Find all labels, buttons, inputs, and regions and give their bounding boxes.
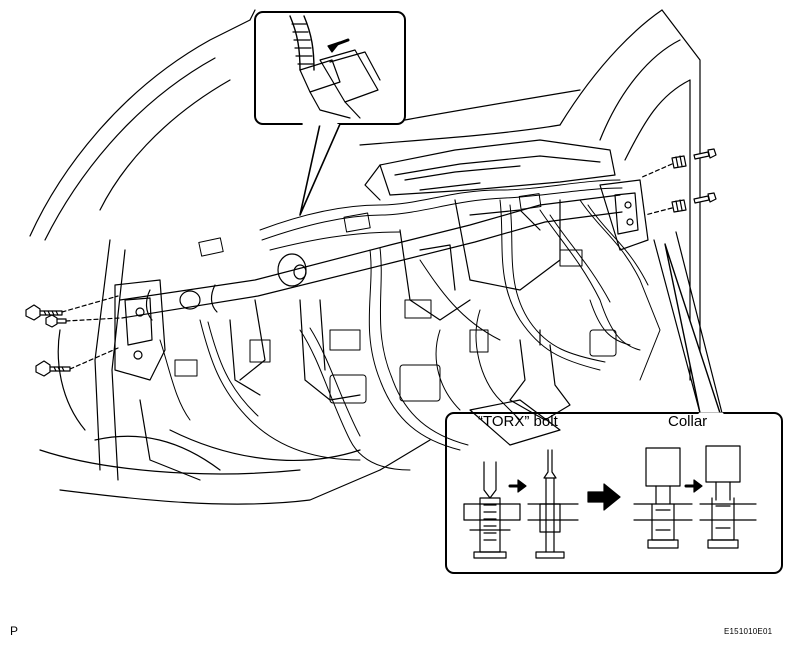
- arrow-icon: [684, 479, 703, 493]
- collar-icon: [671, 155, 687, 169]
- bolt-icon: [25, 304, 63, 321]
- arrow-icon: [587, 483, 621, 511]
- floor-shift-area: [469, 329, 571, 446]
- collar-icon: [671, 199, 687, 213]
- vehicle-body-outline: [29, 9, 701, 505]
- air-duct-assembly: [364, 139, 616, 321]
- torx-bolt-step-2: [527, 449, 579, 559]
- torx-collar-detail-callout: [445, 231, 783, 574]
- collar-step-2: [699, 445, 757, 549]
- torx-bolt-step-1: [463, 461, 521, 559]
- figure-code: E151010E01: [724, 627, 773, 636]
- bolt-icon: [35, 360, 71, 377]
- arrow-icon: [508, 479, 527, 493]
- collar-label: Collar: [668, 413, 708, 430]
- right-mounting-bolts: [639, 148, 717, 216]
- torx-bolt-label: “TORX” bolt: [478, 413, 558, 430]
- instrument-panel-reinforcement: [114, 179, 649, 401]
- bolt-icon: [45, 314, 67, 328]
- page-mark: P: [10, 624, 19, 638]
- left-mounting-bolts: [25, 295, 121, 377]
- collar-step-1: [633, 447, 693, 549]
- bolt-icon: [693, 148, 717, 160]
- arrow-icon: [327, 38, 350, 53]
- wire-harness: [159, 179, 661, 471]
- bolt-icon: [693, 192, 717, 204]
- connector-detail-callout: [254, 11, 406, 216]
